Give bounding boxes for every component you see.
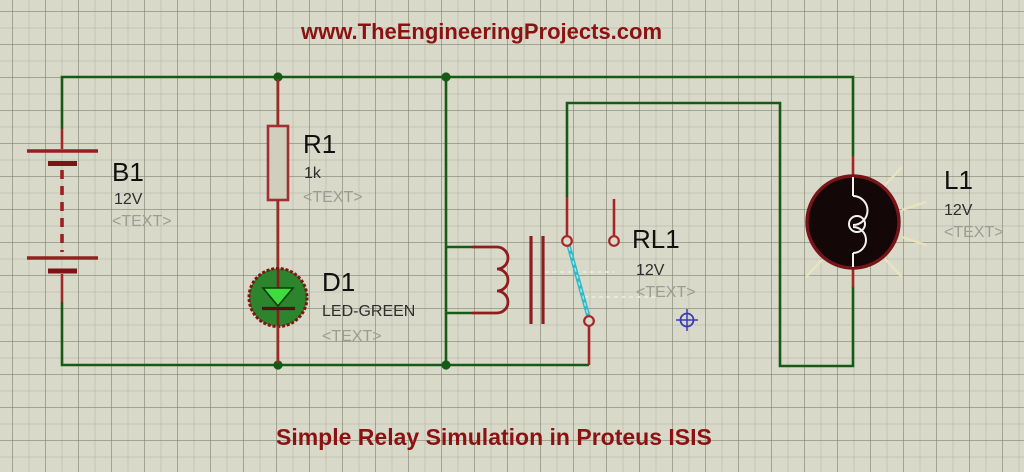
led-symbol[interactable] xyxy=(247,267,309,364)
battery-text-placeholder: <TEXT> xyxy=(112,213,172,230)
lamp-bulb xyxy=(805,174,901,270)
relay-text-placeholder: <TEXT> xyxy=(636,284,696,301)
resistor-text-placeholder: <TEXT> xyxy=(303,189,363,206)
wire-bottom-rail[interactable] xyxy=(60,302,589,367)
watermark-title: www.TheEngineeringProjects.com xyxy=(301,19,663,44)
switch-terminal-circle xyxy=(608,235,620,247)
resistor-ref-label: R1 xyxy=(303,129,336,159)
relay-switch-symbol[interactable] xyxy=(545,197,656,365)
lamp-ray xyxy=(901,235,927,247)
origin-marker-icon xyxy=(676,309,698,331)
resistor-symbol[interactable] xyxy=(266,79,290,269)
wire-switch-lamp-loop[interactable] xyxy=(565,101,855,368)
battery-ref-label: B1 xyxy=(112,157,144,187)
wire-top-rail[interactable] xyxy=(60,75,855,156)
lamp-ray xyxy=(884,258,903,278)
lamp-text-placeholder: <TEXT> xyxy=(944,224,1004,241)
resistor-body xyxy=(266,124,290,202)
junction-dot xyxy=(441,72,451,82)
lamp-ray xyxy=(901,200,927,212)
relay-coil-symbol[interactable] xyxy=(472,236,545,324)
lamp-ref-label: L1 xyxy=(944,165,973,195)
battery-value-label: 12V xyxy=(114,191,143,208)
lamp-ray xyxy=(805,259,823,278)
switch-terminal-circle xyxy=(561,235,573,247)
lamp-filament-upper-arc xyxy=(852,195,869,226)
led-ref-label: D1 xyxy=(322,267,355,297)
junction-dot xyxy=(441,360,451,370)
relay-coil-winding xyxy=(472,245,510,315)
lamp-filament-lower-arc xyxy=(852,226,867,254)
lamp-value-label: 12V xyxy=(944,202,973,219)
junction-dot xyxy=(273,360,283,370)
switch-terminal-circle xyxy=(583,315,595,327)
relay-ref-label: RL1 xyxy=(632,224,680,254)
caption-text: Simple Relay Simulation in Proteus ISIS xyxy=(276,424,712,450)
battery-symbol[interactable] xyxy=(27,129,98,302)
led-text-placeholder: <TEXT> xyxy=(322,328,382,345)
lamp-ray xyxy=(884,166,903,186)
led-value-label: LED-GREEN xyxy=(322,303,415,320)
junction-dot xyxy=(273,72,283,82)
switch-arm-highlight xyxy=(568,246,589,316)
lamp-filament-loop xyxy=(848,215,866,233)
lamp-light-rays xyxy=(805,166,927,278)
lamp-symbol[interactable] xyxy=(805,156,927,287)
resistor-value-label: 1k xyxy=(304,165,322,182)
lamp-filament xyxy=(848,177,869,267)
led-triangle xyxy=(261,287,295,308)
relay-value-label: 12V xyxy=(636,262,665,279)
